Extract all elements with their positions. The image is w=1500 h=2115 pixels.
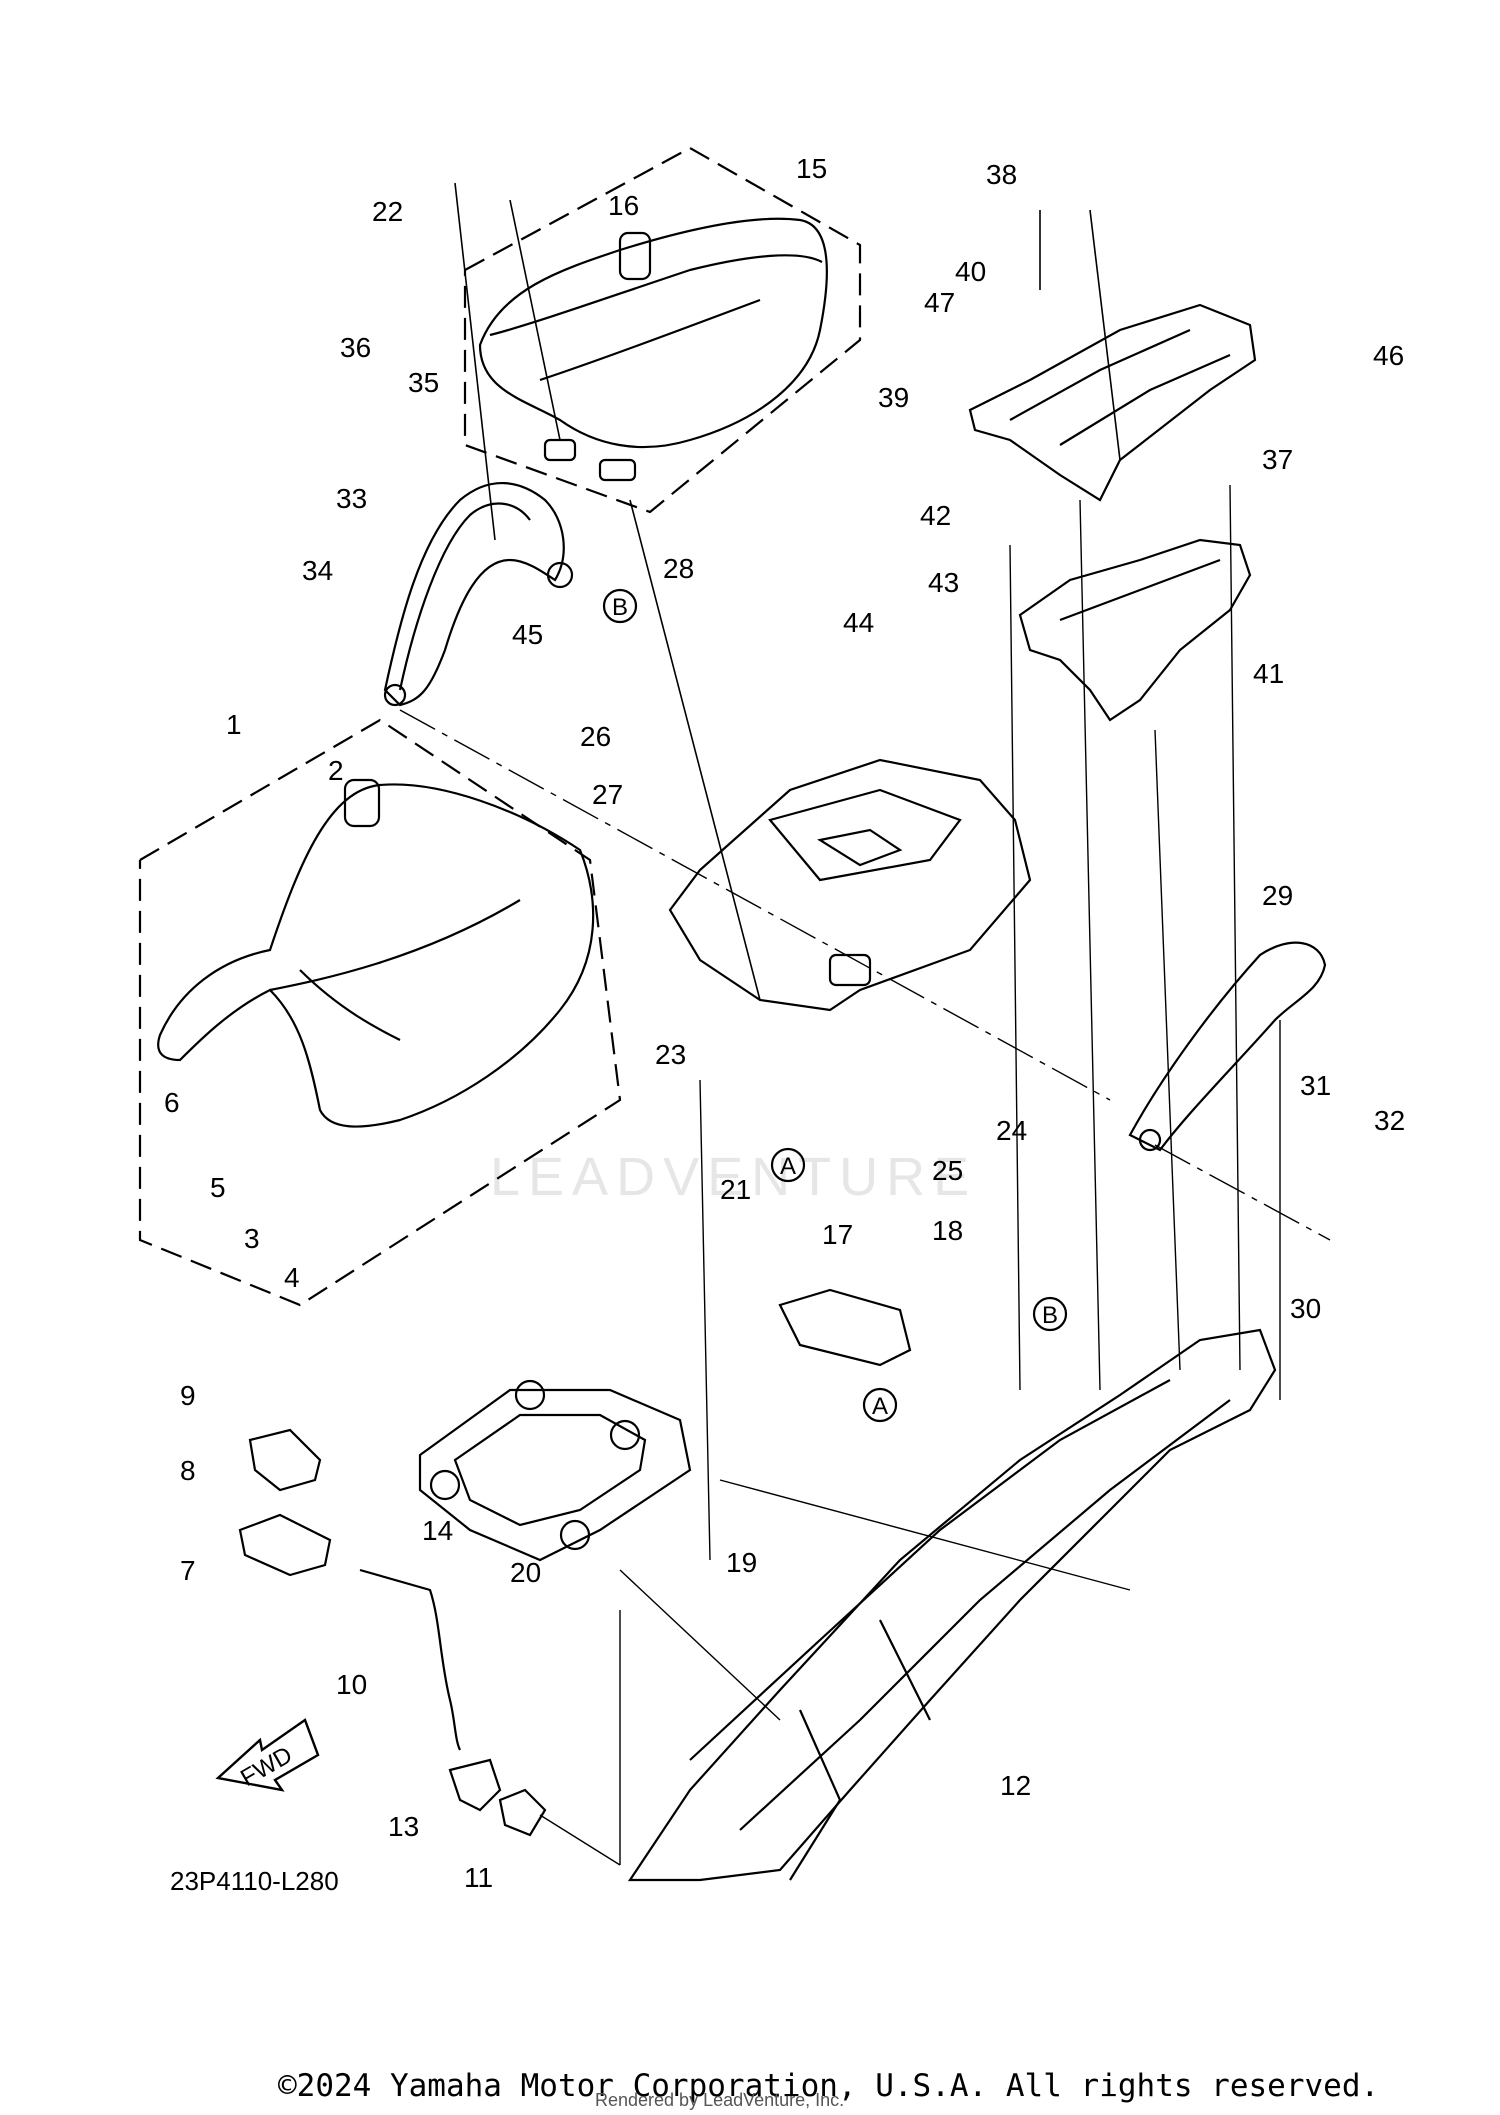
callout-9: 9 bbox=[180, 1380, 196, 1411]
callout-25: 25 bbox=[932, 1155, 963, 1186]
callout-27: 27 bbox=[592, 779, 623, 810]
callout-38: 38 bbox=[986, 159, 1017, 190]
passenger-seat bbox=[478, 217, 828, 449]
callout-45: 45 bbox=[512, 619, 543, 650]
callout-37: 37 bbox=[1262, 444, 1293, 475]
callout-35: 35 bbox=[408, 367, 439, 398]
seat-lock-bracket bbox=[418, 1388, 692, 1562]
right-grab-handle bbox=[1128, 941, 1327, 1152]
callout-4: 4 bbox=[284, 1262, 300, 1293]
callout-13: 13 bbox=[388, 1811, 419, 1842]
callout-21: 21 bbox=[720, 1174, 751, 1205]
callout-6: 6 bbox=[164, 1087, 180, 1118]
callout-47: 47 bbox=[924, 287, 955, 318]
callout-23: 23 bbox=[655, 1039, 686, 1070]
fwd-arrow-icon bbox=[215, 1718, 320, 1792]
callout-41: 41 bbox=[1253, 658, 1284, 689]
rear-carrier bbox=[968, 303, 1257, 502]
callout-3: 3 bbox=[244, 1223, 260, 1254]
diagram-code: 23P4110-L280 bbox=[170, 1866, 339, 1896]
ref-label-a2: A bbox=[872, 1393, 888, 1420]
callout-34: 34 bbox=[302, 555, 333, 586]
callout-5: 5 bbox=[210, 1172, 226, 1203]
lock-cover bbox=[248, 1428, 322, 1492]
callout-22: 22 bbox=[372, 196, 403, 227]
callout-32: 32 bbox=[1374, 1105, 1405, 1136]
callout-44: 44 bbox=[843, 607, 874, 638]
callout-39: 39 bbox=[878, 382, 909, 413]
ref-circle-a1 bbox=[770, 1147, 806, 1183]
callout-15: 15 bbox=[796, 153, 827, 184]
callout-29: 29 bbox=[1262, 880, 1293, 911]
callout-8: 8 bbox=[180, 1455, 196, 1486]
seat-lock-cable bbox=[359, 1568, 462, 1751]
watermark: LEADVENTURE bbox=[490, 1147, 977, 1207]
callout-19: 19 bbox=[726, 1547, 757, 1578]
rendered-by-credit: Rendered by LeadVenture, Inc. bbox=[595, 2090, 845, 2110]
ref-label-b1: B bbox=[612, 594, 628, 621]
ref-label-b2: B bbox=[1042, 1302, 1058, 1329]
callout-36: 36 bbox=[340, 332, 371, 363]
seat-hook bbox=[448, 1758, 502, 1812]
callout-18: 18 bbox=[932, 1215, 963, 1246]
callout-1: 1 bbox=[226, 709, 242, 740]
hook-plate bbox=[498, 1788, 547, 1837]
callout-33: 33 bbox=[336, 483, 367, 514]
callout-28: 28 bbox=[663, 553, 694, 584]
carrier-bracket bbox=[1018, 538, 1252, 722]
callout-43: 43 bbox=[928, 567, 959, 598]
callout-31: 31 bbox=[1300, 1070, 1331, 1101]
ref-circle-b2 bbox=[1032, 1296, 1068, 1332]
ref-label-a1: A bbox=[780, 1153, 796, 1180]
callout-30: 30 bbox=[1290, 1293, 1321, 1324]
callout-16: 16 bbox=[608, 190, 639, 221]
copyright-notice: ©2024 Yamaha Motor Corporation, U.S.A. A… bbox=[278, 2068, 1380, 2104]
callout-17: 17 bbox=[822, 1219, 853, 1250]
callout-40: 40 bbox=[955, 256, 986, 287]
callout-12: 12 bbox=[1000, 1770, 1031, 1801]
callout-10: 10 bbox=[336, 1669, 367, 1700]
grab-bar bbox=[383, 481, 565, 707]
rear-frame bbox=[627, 1328, 1277, 1882]
rider-seat bbox=[157, 783, 595, 1128]
callout-42: 42 bbox=[920, 500, 951, 531]
callout-7: 7 bbox=[180, 1555, 196, 1586]
callout-46: 46 bbox=[1373, 340, 1404, 371]
ref-circle-b1 bbox=[602, 588, 638, 624]
callout-14: 14 bbox=[422, 1515, 453, 1546]
callout-2: 2 bbox=[328, 755, 344, 786]
rider-seat-group-outline bbox=[138, 718, 622, 1307]
passenger-seat-group-outline bbox=[463, 146, 862, 514]
callout-24: 24 bbox=[996, 1115, 1027, 1146]
callout-26: 26 bbox=[580, 721, 611, 752]
ref-circle-a2 bbox=[862, 1387, 898, 1423]
callout-11: 11 bbox=[464, 1862, 493, 1893]
seat-lock bbox=[238, 1513, 332, 1577]
callout-20: 20 bbox=[510, 1557, 541, 1588]
seat-bracket bbox=[778, 1288, 912, 1367]
fwd-label: FWD bbox=[236, 1741, 297, 1792]
